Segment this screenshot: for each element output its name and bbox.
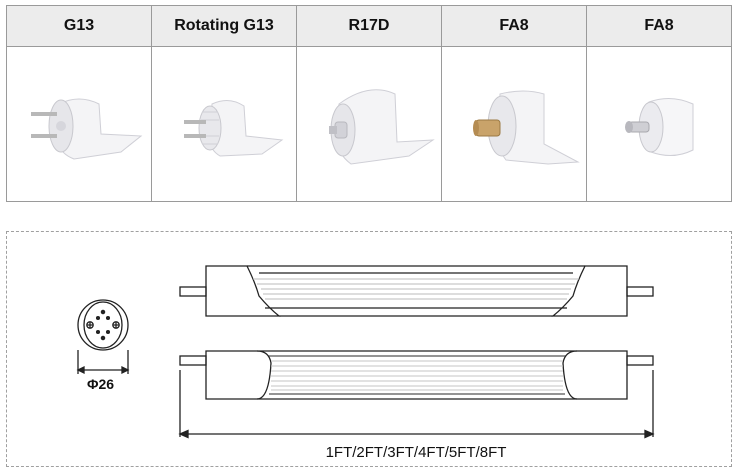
connector-label: R17D [297,6,441,47]
tube-side-view-bottom [179,350,654,437]
connector-column-fa8: FA8 [442,6,587,201]
length-label: 1FT/2FT/3FT/4FT/5FT/8FT [326,444,507,461]
g13-end-cap-image [7,47,151,201]
connector-label: G13 [7,6,151,47]
connector-column-r17d: R17D [297,6,442,201]
connector-label: Rotating G13 [152,6,296,47]
connector-column-g13: G13 [7,6,152,201]
tube-drawing-canvas: Φ26 1FT/2FT/3FT/4FT/5FT/8FT [76,265,655,461]
tube-side-view-top [179,265,654,317]
rotating-g13-end-cap-image [152,47,296,201]
fa8-end-cap-image [442,47,586,201]
tube-end-view [76,299,130,375]
connector-column-rotating-g13: Rotating G13 [152,6,297,201]
length-dimension-line [178,429,655,439]
tube-dimension-drawing: Φ26 1FT/2FT/3FT/4FT/5FT/8FT [6,231,732,467]
connector-label: FA8 [442,6,586,47]
diameter-label: Φ26 [87,376,114,392]
fa8-single-pin-cap-image [587,47,731,201]
connector-label: FA8 [587,6,731,47]
r17d-end-cap-image [297,47,441,201]
connector-column-fa8-single: FA8 [587,6,731,201]
connector-table: G13 Rotating G13 [6,5,732,202]
